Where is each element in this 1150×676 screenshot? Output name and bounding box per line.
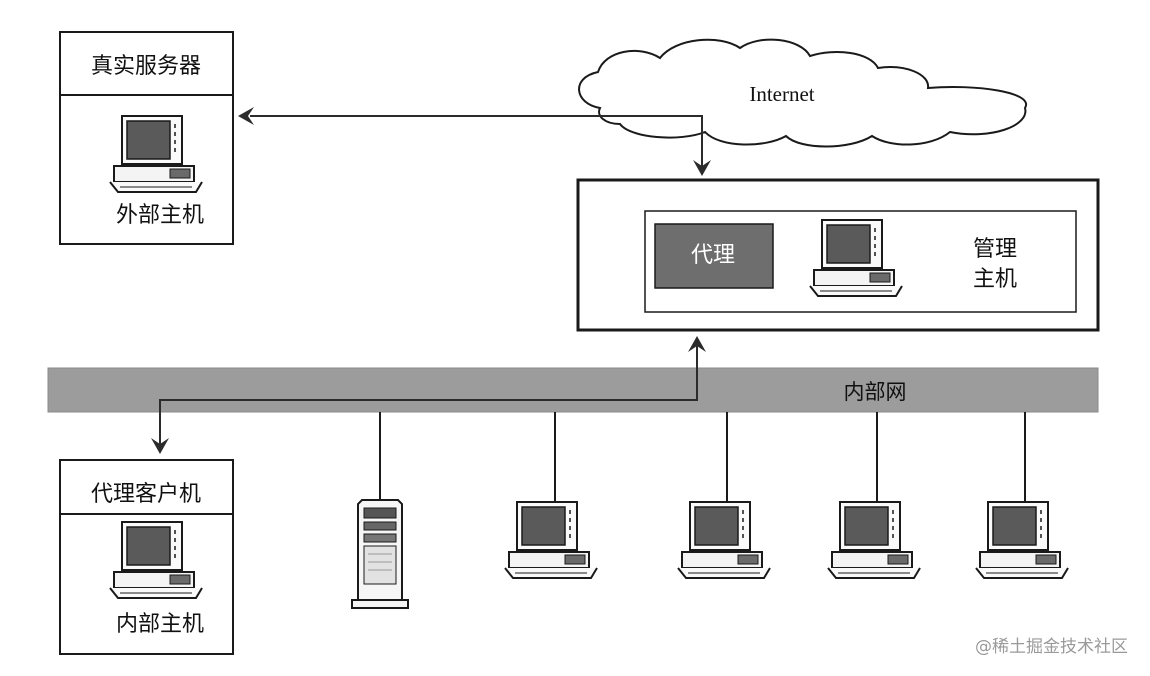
client-to-proxy-arrow: [159, 344, 698, 450]
internet-label: Internet: [749, 82, 814, 106]
external-server-title: 真实服务器: [91, 54, 201, 79]
internal-host-label: 内部主机: [116, 612, 204, 637]
external-host-label: 外部主机: [116, 203, 204, 228]
proxy-label: 代理: [691, 243, 735, 268]
lan-drop-lines: [379, 412, 1026, 502]
internal-network-label: 内部网: [844, 380, 907, 404]
proxy-client-box: 代理客户机 内部主机: [59, 459, 234, 655]
external-server-box: 真实服务器 外部主机: [59, 31, 234, 245]
management-label-line2: 主机: [973, 267, 1017, 292]
watermark: @稀土掘金技术社区: [975, 637, 1128, 657]
server-tower-icon: [351, 499, 409, 609]
lan-computer-icon-1: [504, 501, 598, 579]
proxy-client-title: 代理客户机: [91, 482, 201, 507]
lan-computer-icon-2: [677, 501, 771, 579]
proxy-block: [654, 223, 774, 289]
lan-computer-icon-4: [975, 501, 1069, 579]
proxy-to-external-arrow: [250, 115, 703, 170]
management-label-line1: 管理: [973, 237, 1017, 262]
internet-cloud: Internet: [578, 38, 1028, 148]
proxy-server-box: 代理 管理 主机: [576, 178, 1100, 332]
lan-computer-icon-3: [827, 501, 921, 579]
internal-network-bar: 内部网: [47, 367, 1099, 413]
